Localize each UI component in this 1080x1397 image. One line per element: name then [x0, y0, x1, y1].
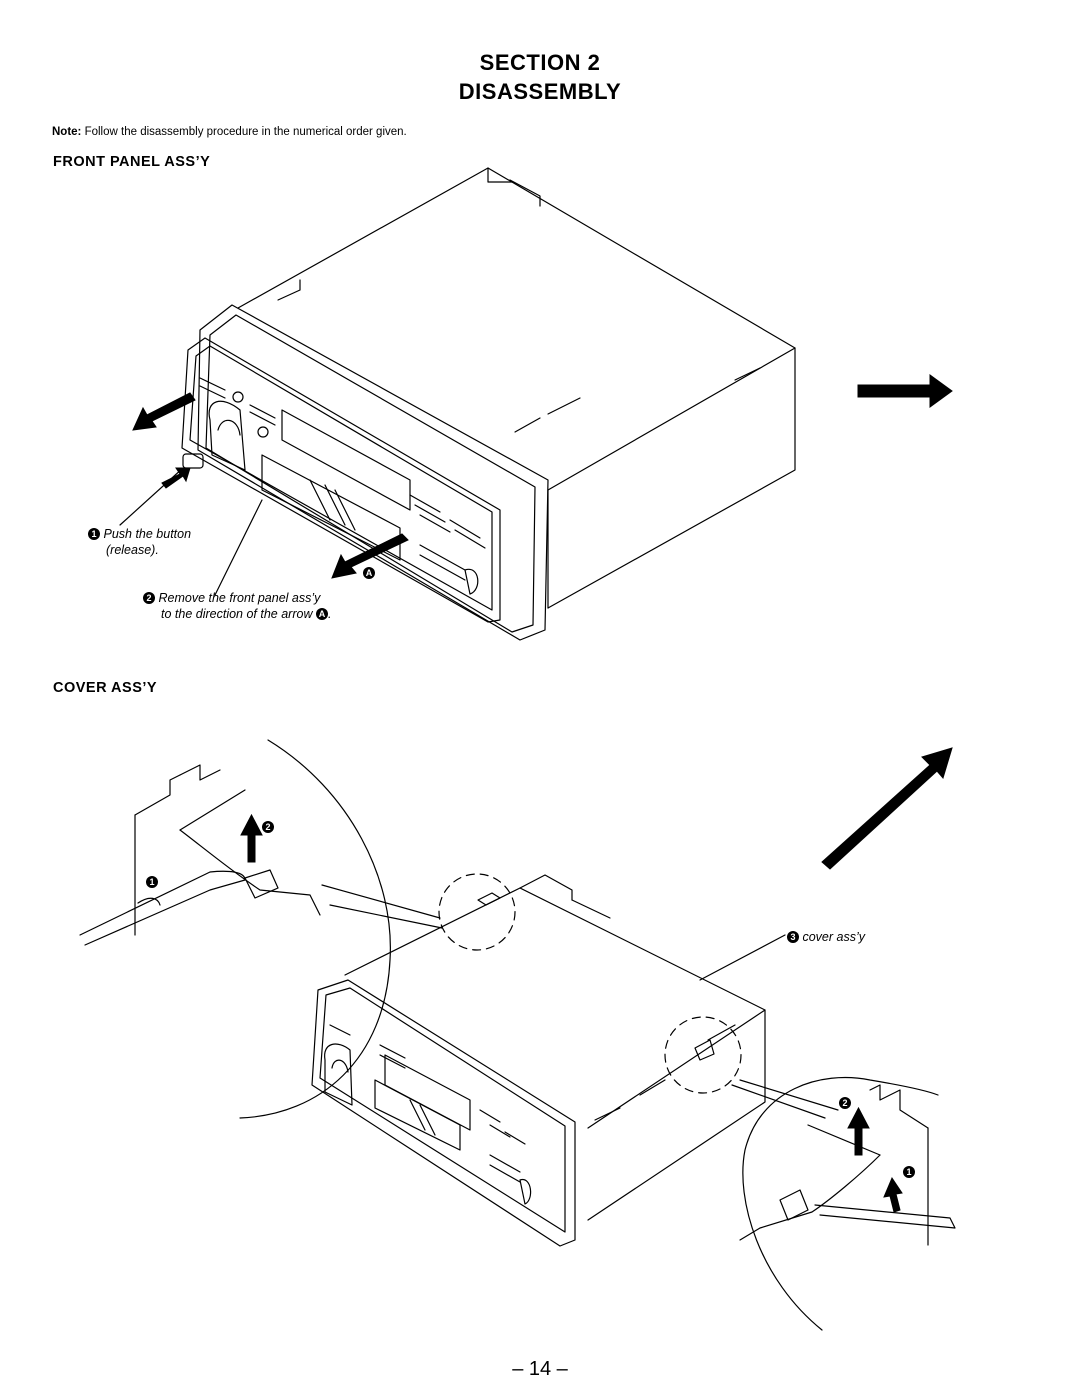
step-number-badge: 2 — [262, 821, 274, 833]
front-step1-caption: 1 Push the button (release). — [88, 526, 191, 558]
right-detail-callout — [731, 1076, 956, 1331]
step-number-badge: 2 — [839, 1097, 851, 1109]
front-step2-line1: Remove the front panel ass’y — [158, 591, 321, 605]
note-label: Note: — [52, 126, 82, 138]
step-number-badge: 1 — [903, 1166, 915, 1178]
front-panel-unit — [119, 167, 796, 641]
step-number-badge: 2 — [143, 592, 155, 604]
front-step2-caption: 2 Remove the front panel ass’y to the di… — [143, 590, 331, 622]
left-detail-step1: 1 — [146, 874, 158, 890]
page-number: – 14 – — [512, 1358, 568, 1380]
marker-a-badge: A — [315, 608, 328, 620]
marker-a-badge: A — [363, 567, 375, 579]
marker-suffix: . — [327, 607, 332, 621]
right-detail-step1: 1 — [903, 1164, 915, 1180]
marker-a-diagram: A — [363, 565, 375, 581]
note-text: Follow the disassembly procedure in the … — [81, 126, 407, 138]
cover-heading: COVER ASS’Y — [53, 680, 158, 696]
step-number-badge: 3 — [787, 931, 799, 943]
left-detail-callout — [79, 739, 443, 1119]
section-number: SECTION 2 — [479, 50, 601, 75]
front-step1-line1: Push the button — [103, 527, 192, 541]
step-number-badge: 1 — [88, 528, 100, 540]
front-panel-heading: FRONT PANEL ASS’Y — [53, 154, 211, 170]
note: Note: Follow the disassembly procedure i… — [52, 126, 407, 138]
page-title: DISASSEMBLY — [458, 79, 622, 104]
cover-step3-caption: 3 cover ass’y — [787, 929, 865, 945]
front-step1-line2: (release). — [106, 543, 159, 557]
left-detail-step2: 2 — [262, 819, 274, 835]
front-step2-line2: to the direction of the arrow — [161, 607, 313, 621]
step-number-badge: 1 — [146, 876, 158, 888]
cover-step3-label: cover ass’y — [802, 930, 866, 944]
right-detail-step2: 2 — [839, 1095, 851, 1111]
cover-unit — [311, 873, 786, 1247]
